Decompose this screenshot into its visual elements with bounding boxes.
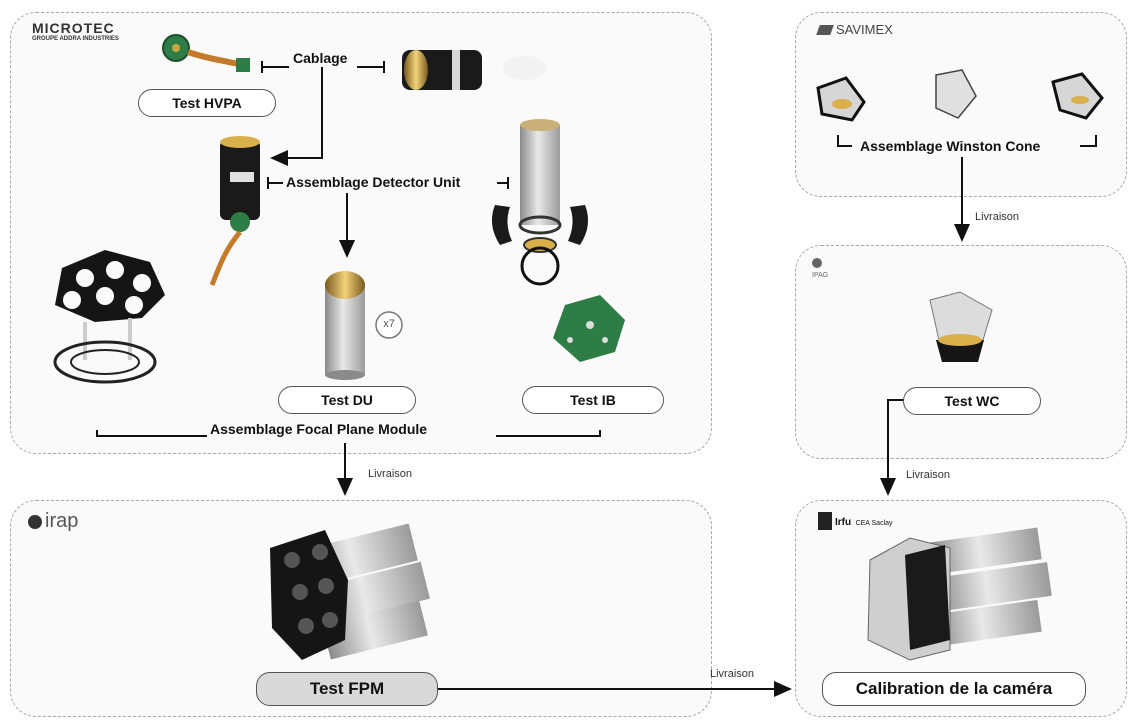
savimex-mark-icon [816,24,834,35]
winston-tube-image [491,119,589,286]
fpm-bracket-right [496,430,601,437]
du-cylinder-image [325,271,365,380]
winston-cone-test-image [929,291,993,362]
pmt-cylinder-image [402,50,547,90]
assemblage-du-label: Assemblage Detector Unit [283,174,464,190]
winston-cones-image [816,69,1104,122]
irfu-logo-text: Irfu [835,517,852,528]
ib-board-image [553,295,625,362]
savimex-logo: SAVIMEX [816,22,893,37]
hvpa-board-image [162,34,250,72]
wc-bracket-left [837,135,852,147]
test-wc-box: Test WC [903,387,1041,415]
livraison-label-4: Livraison [906,469,951,481]
fpm-assembly-image [270,523,430,660]
irap-logo: irap [28,510,78,533]
livraison-label-2: Livraison [710,668,755,680]
camera-assembly-image [867,527,1052,661]
multiplier-badge [375,311,403,339]
test-hvpa-box: Test HVPA [138,89,276,117]
irfu-mark-icon [818,512,832,530]
cablage-arrow [270,67,323,166]
detector-unit-image [209,136,260,286]
wc-bracket-right [1080,135,1097,147]
test-fpm-box: Test FPM [256,672,438,706]
fpm-bracket-left [96,430,207,437]
savimex-logo-text: SAVIMEX [836,22,893,37]
irap-mark-icon [28,514,42,529]
cablage-label: Cablage [290,50,351,66]
livraison-label-3: Livraison [975,211,1020,223]
multiplier-label: x7 [383,318,395,330]
microtec-logo: MICROTEC GROUPE ADDRA INDUSTRIES [32,20,119,42]
ipag-mark-icon [812,258,822,268]
microtec-logo-text: MICROTEC [32,20,115,36]
irap-logo-text: irap [45,510,79,532]
test-ib-box: Test IB [522,386,664,414]
assemblage-wc-label: Assemblage Winston Cone [857,138,1044,154]
livraison-label-1: Livraison [368,468,413,480]
livraison-arrow-4 [880,399,910,496]
assemblage-fpm-label: Assemblage Focal Plane Module [207,421,431,437]
test-du-box: Test DU [278,386,416,414]
calibration-box: Calibration de la caméra [822,672,1086,706]
ipag-logo: IPAG [812,258,828,279]
irfu-logo-sub: CEA Saclay [855,520,893,527]
focal-plane-holder-image [53,250,165,384]
irfu-logo: Irfu CEA Saclay [818,512,893,530]
microtec-logo-sub2: GROUPE ADDRA INDUSTRIES [32,36,119,42]
ipag-logo-text: IPAG [812,272,829,279]
